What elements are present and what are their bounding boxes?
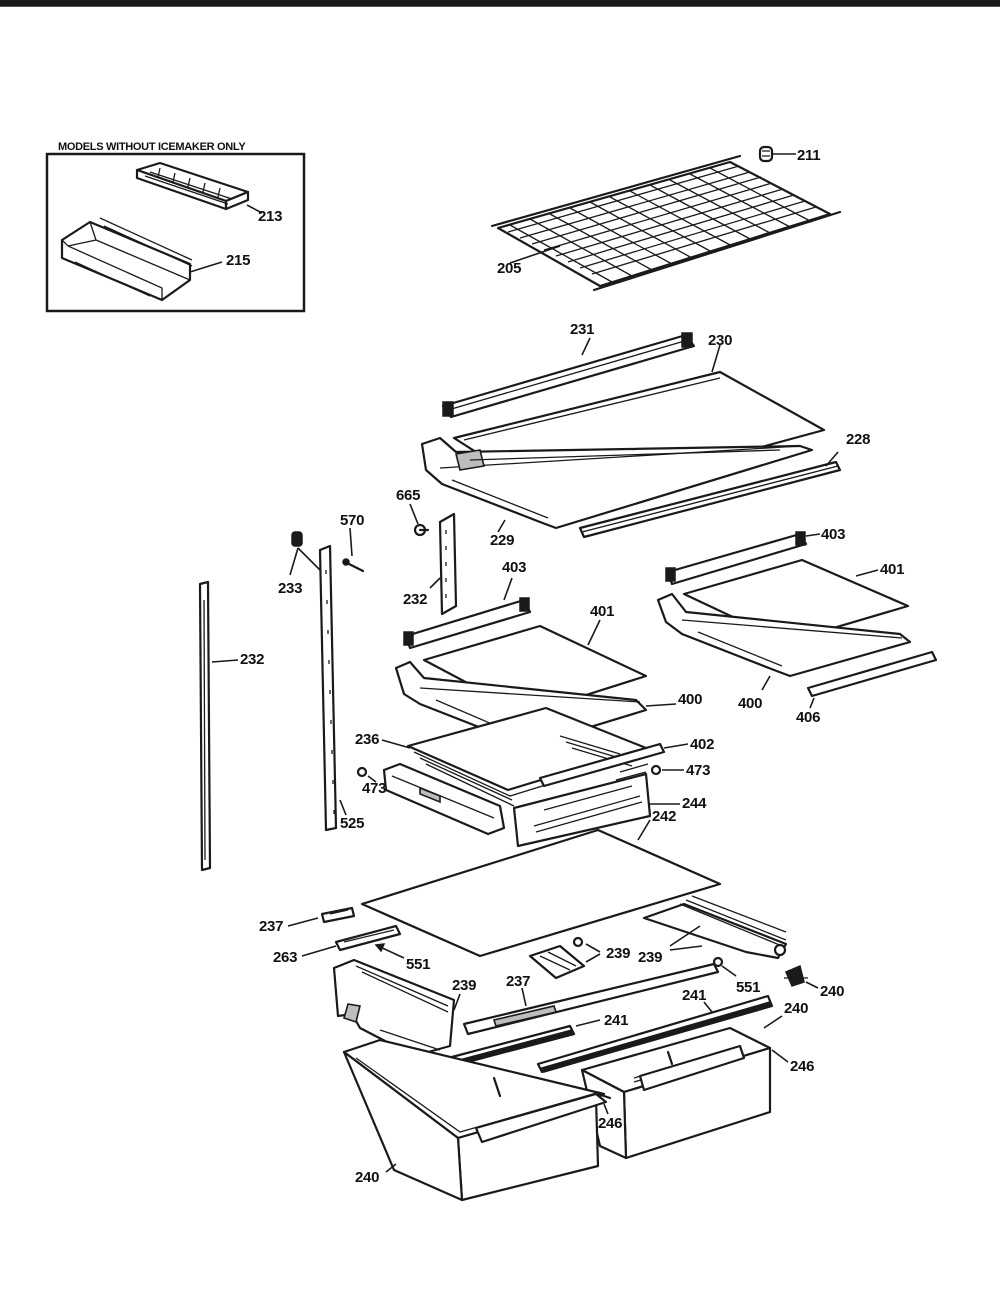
label-473a: 473	[362, 780, 386, 797]
crisper-drawer-left	[342, 1038, 612, 1202]
label-402: 402	[690, 736, 714, 753]
label-229: 229	[490, 532, 514, 549]
label-239b: 239	[638, 949, 662, 966]
label-401b: 401	[880, 561, 904, 578]
shelf-frame-229	[420, 436, 814, 530]
support-237-left	[320, 906, 356, 924]
label-551a: 551	[406, 956, 430, 973]
label-665: 665	[396, 487, 420, 504]
label-570: 570	[340, 512, 364, 529]
label-242: 242	[652, 808, 676, 825]
crisper-side-frame	[332, 958, 456, 1058]
label-473b: 473	[686, 762, 710, 779]
cover-support-right	[642, 895, 788, 960]
label-231: 231	[570, 321, 594, 338]
label-228: 228	[846, 431, 870, 448]
label-241a: 241	[604, 1012, 628, 1029]
shelf-clip-211	[758, 145, 774, 163]
top-scan-artifact	[0, 0, 1000, 7]
label-525: 525	[340, 815, 364, 832]
label-230: 230	[708, 332, 732, 349]
label-232b: 232	[240, 651, 264, 668]
label-244: 244	[682, 795, 707, 812]
rail-241-right	[536, 994, 774, 1074]
label-406: 406	[796, 709, 820, 726]
shelf-rail-406	[806, 650, 938, 698]
label-240b: 240	[784, 1000, 808, 1017]
label-237a: 237	[259, 918, 283, 935]
drawer-side-rail	[382, 762, 506, 836]
label-400b: 400	[738, 695, 762, 712]
label-233: 233	[278, 580, 302, 597]
shelf-trim-231	[441, 332, 696, 419]
label-551b: 551	[736, 979, 760, 996]
label-215: 215	[226, 252, 250, 269]
label-239c: 239	[452, 977, 476, 994]
upright-rail-232	[198, 580, 212, 872]
label-236: 236	[355, 731, 379, 748]
cover-glass-242	[360, 828, 722, 958]
bracket-240-right	[784, 964, 808, 987]
ice-tray-part	[135, 161, 250, 211]
screw-665	[413, 523, 430, 537]
label-241b: 241	[682, 987, 706, 1004]
drawer-front-402	[538, 742, 666, 788]
upright-rail-center	[318, 544, 338, 832]
label-246b: 246	[598, 1115, 622, 1132]
label-211: 211	[797, 147, 820, 164]
screw-551-right	[712, 956, 724, 968]
label-403b: 403	[821, 526, 845, 543]
label-246a: 246	[790, 1058, 814, 1075]
fastener-473-right	[615, 763, 662, 781]
ice-bin-part	[60, 217, 193, 302]
label-263: 263	[273, 949, 297, 966]
label-403a: 403	[502, 559, 526, 576]
label-239a: 239	[606, 945, 630, 962]
shelf-trim-403-right	[665, 531, 808, 586]
label-400a: 400	[678, 691, 702, 708]
inset-note: MODELS WITHOUT ICEMAKER ONLY	[58, 141, 246, 153]
label-401a: 401	[590, 603, 614, 620]
inset-box: MODELS WITHOUT ICEMAKER ONLY 213 215	[45, 141, 306, 313]
support-237-center	[462, 962, 720, 1036]
support-263	[334, 924, 402, 952]
half-frame-400-right	[656, 592, 912, 678]
label-205: 205	[497, 260, 521, 277]
shelf-rail-228	[578, 460, 842, 539]
fastener-473-left	[356, 766, 368, 778]
screw-570	[342, 558, 365, 573]
support-bracket-232	[438, 512, 458, 616]
label-240c: 240	[355, 1169, 379, 1186]
shelf-trim-403-left	[403, 597, 532, 650]
clips-239-center	[528, 936, 586, 980]
drawer-frame-244	[512, 772, 652, 848]
label-240a: 240	[820, 983, 844, 1000]
label-237b: 237	[506, 973, 530, 990]
clip-233	[291, 531, 303, 547]
wire-shelf-205	[490, 154, 842, 292]
label-213: 213	[258, 208, 282, 225]
arrow-551-left	[374, 943, 405, 959]
label-232a: 232	[403, 591, 427, 608]
